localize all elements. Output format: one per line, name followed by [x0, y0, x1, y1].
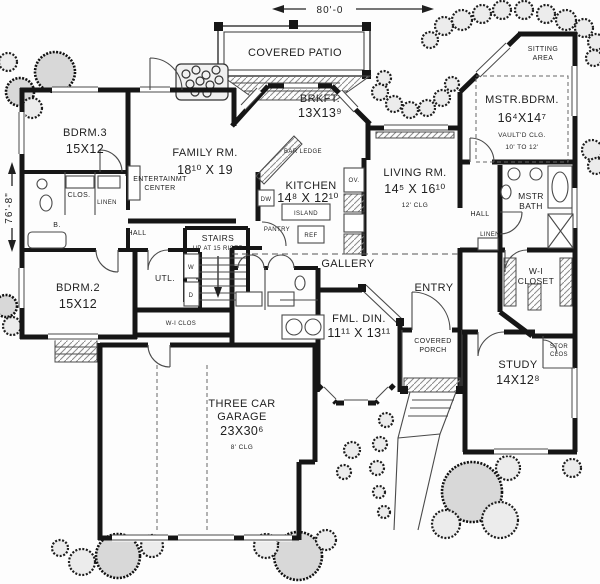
dimension-lines [8, 5, 434, 252]
walkway [393, 391, 457, 531]
label-mstr-note1: VAULT'D CLG. [498, 132, 546, 139]
label-wic-1: W-I [529, 266, 543, 276]
label-bar-ledge: BAR LEDGE [284, 149, 322, 155]
label-mbath-2: BATH [519, 201, 543, 211]
label-wic-2: CLOSET [518, 276, 554, 286]
label-pantry: PANTRY [264, 227, 290, 233]
label-porch-1: COVERED [414, 338, 451, 345]
label-bath-b: B. [53, 222, 60, 229]
label-hall-mid: HALL [127, 230, 146, 237]
label-stor-1: STOR [550, 344, 568, 350]
label-brkft-size: 13X13⁹ [298, 106, 342, 120]
label-linen-left: LINEN [97, 200, 117, 206]
label-porch-2: PORCH [419, 347, 446, 354]
label-linen-right: LINEN [480, 232, 500, 238]
label-family-size: 18¹⁰ X 19 [177, 163, 233, 177]
dim-height-label: 76'-8" [4, 192, 15, 223]
label-utility: UTL. [155, 273, 175, 283]
label-sitting-area-2: AREA [533, 55, 554, 62]
label-mstr-note2: 10' TO 12' [505, 144, 538, 151]
label-hall-right: HALL [470, 211, 489, 218]
label-fml-din-name: FML. DIN. [332, 313, 386, 325]
label-sitting-area-1: SITTING [528, 46, 558, 53]
label-ref: REF [304, 233, 317, 239]
fireplace [175, 63, 229, 101]
label-kitchen-name: KITCHEN [285, 180, 336, 192]
label-bdrm3-size: 15X12 [66, 142, 104, 156]
label-family-name: FAMILY RM. [172, 147, 237, 159]
label-dw: DW [261, 197, 272, 203]
label-wi-clos: W-I CLOS [166, 321, 196, 327]
label-bdrm2-size: 15X12 [59, 297, 97, 311]
label-clos: CLOS. [67, 192, 90, 199]
label-gallery: GALLERY [321, 258, 375, 270]
label-mstr-name: MSTR.BDRM. [485, 94, 559, 106]
label-bdrm3-name: BDRM.3 [63, 127, 107, 139]
label-garage-size: 23X30⁶ [220, 424, 264, 438]
label-ent-center-1: ENTERTAINMT [133, 176, 187, 183]
label-stairs-note: UP AT 15 RISER [193, 246, 244, 252]
label-oven: OV. [349, 178, 360, 184]
label-living-note: 12' CLG [402, 202, 428, 209]
label-garage-2: GARAGE [217, 411, 266, 423]
label-entry: ENTRY [414, 282, 453, 294]
label-living-size: 14⁵ X 16¹⁰ [384, 182, 445, 196]
label-fml-din-size: 11¹¹ X 13¹¹ [327, 326, 390, 340]
label-island: ISLAND [294, 211, 318, 217]
label-mbath-1: MSTR [518, 191, 544, 201]
label-ent-center-2: CENTER [144, 185, 175, 192]
label-stairs-name: STAIRS [202, 233, 234, 243]
label-bdrm2-name: BDRM.2 [56, 282, 100, 294]
label-living-name: LIVING RM. [383, 167, 446, 179]
label-study-name: STUDY [498, 359, 538, 371]
label-mstr-size: 16⁴X14⁷ [498, 111, 547, 125]
label-kitchen-size: 14⁸ X 12¹⁰ [277, 191, 339, 205]
label-covered-patio: COVERED PATIO [248, 47, 342, 59]
dim-width-label: 80'-0 [317, 5, 344, 16]
label-brkft-name: BRKFT. [300, 93, 340, 105]
label-garage-note: 8' CLG [231, 444, 253, 451]
label-dryer: D [189, 293, 194, 299]
labels: 80'-0 76'-8" COVERED PATIO SITTING AREA … [4, 5, 568, 451]
label-study-size: 14X12⁸ [496, 373, 540, 387]
windows [18, 42, 579, 542]
fixtures [27, 75, 575, 532]
label-garage-1: THREE CAR [208, 398, 275, 410]
label-washer: W [188, 265, 194, 271]
left-stoop [54, 339, 98, 363]
label-stor-2: CLOS [550, 352, 568, 358]
